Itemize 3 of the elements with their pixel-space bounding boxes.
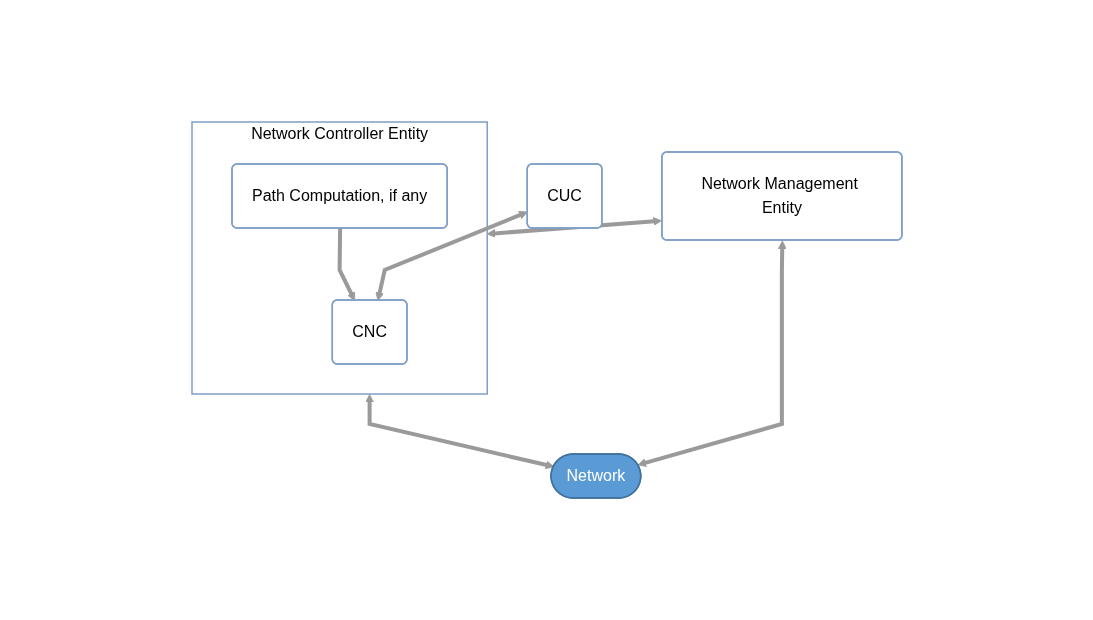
arrow [637,240,787,467]
arrow [337,228,355,301]
arrow [364,394,554,470]
